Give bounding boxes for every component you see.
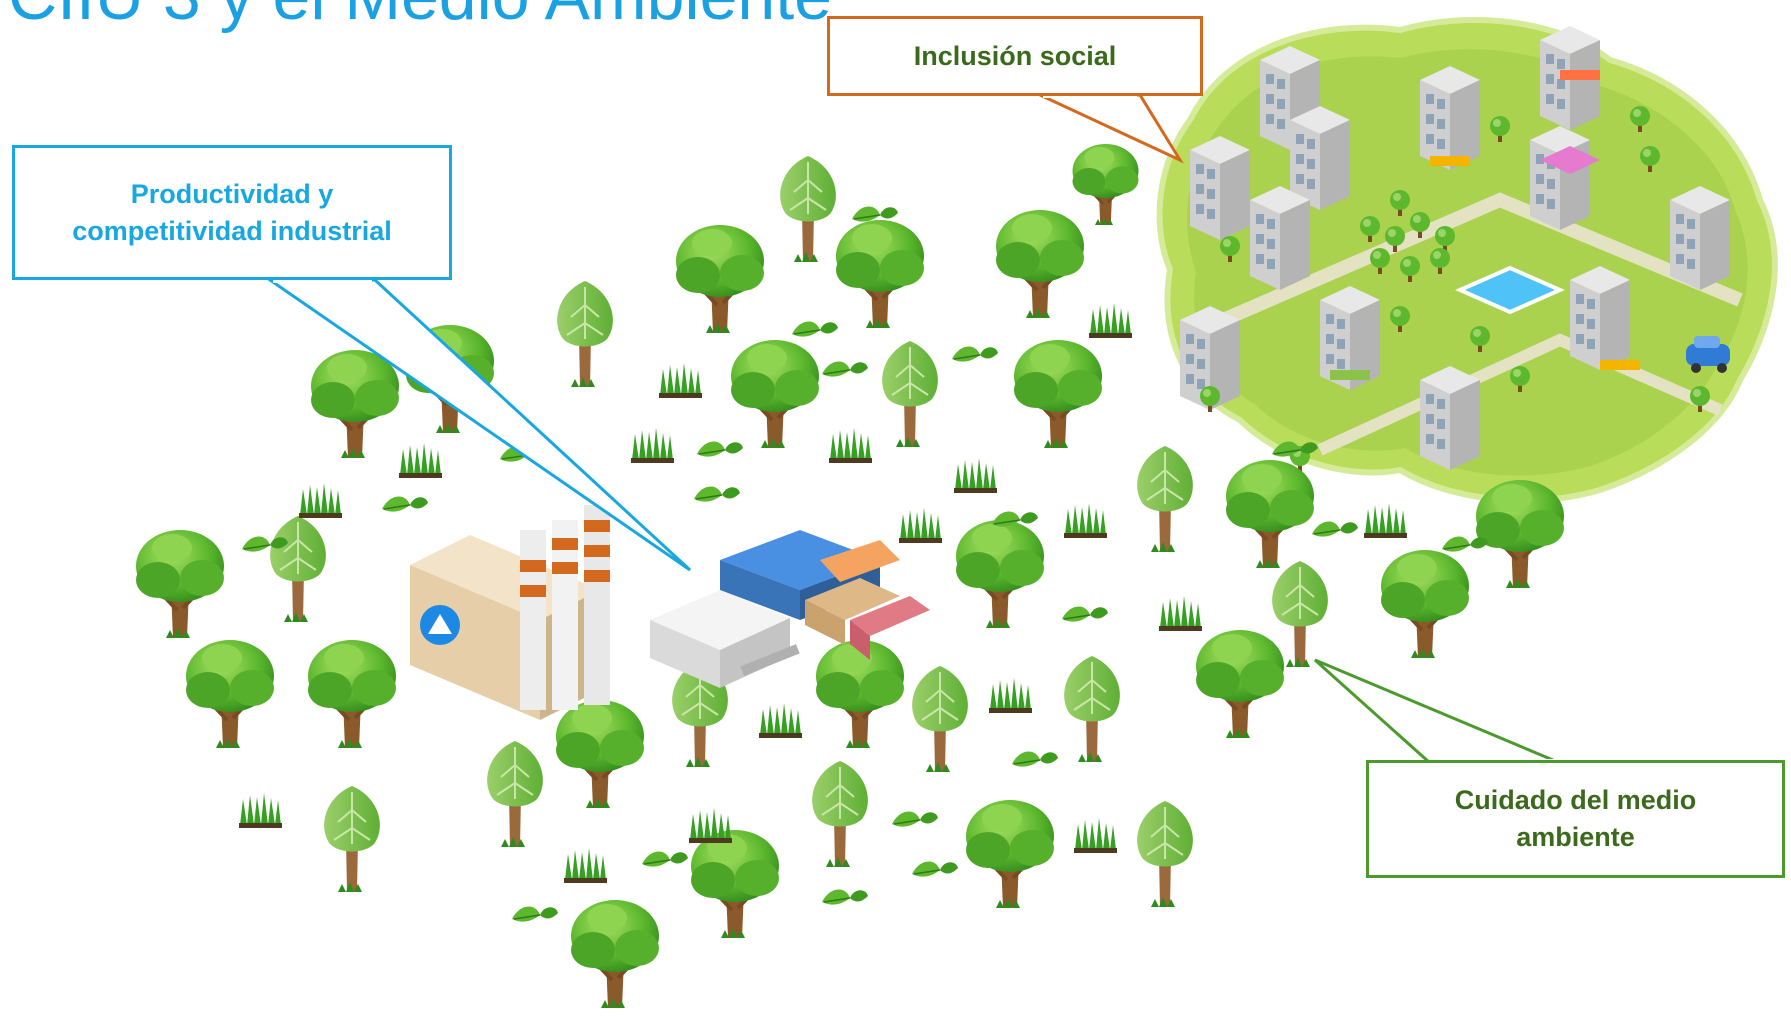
callout-productividad: Productividad y competitividad industria… xyxy=(12,145,452,280)
callout-inclusion-label: Inclusión social xyxy=(913,40,1117,71)
callout-inclusion: Inclusión social xyxy=(827,16,1203,96)
power-plant-icon xyxy=(410,505,610,720)
callout-cuidado-line1: Cuidado del medio xyxy=(1454,785,1697,815)
callout-cuidado-line2: ambiente xyxy=(1516,822,1635,852)
callout-cuidado: Cuidado del medio ambiente xyxy=(1366,760,1785,878)
factory-complex-icon xyxy=(650,530,930,688)
city-illustration xyxy=(1156,17,1778,504)
callout-productividad-line2: competitividad industrial xyxy=(72,215,392,246)
callout-pointer-productividad xyxy=(265,276,692,572)
car-icon xyxy=(1686,336,1730,373)
callout-productividad-line1: Productividad y xyxy=(130,178,334,209)
page-title: CIIU 3 y el Medio Ambiente xyxy=(8,0,832,36)
callout-pointer-cuidado xyxy=(1313,658,1561,767)
